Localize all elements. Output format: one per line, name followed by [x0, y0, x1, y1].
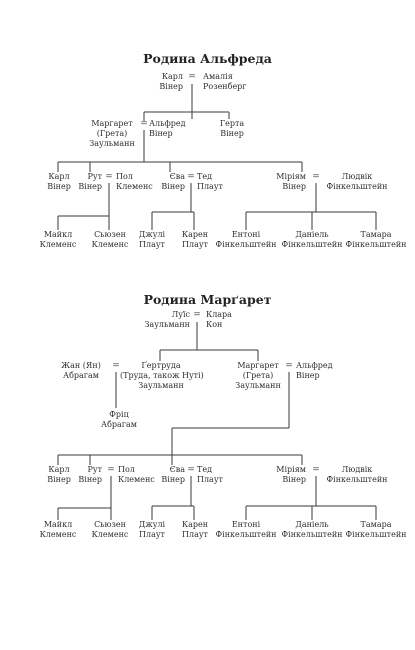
- marriage-sign: =: [105, 172, 113, 182]
- marriage-sign: =: [312, 172, 320, 182]
- marriage-sign: =: [187, 172, 195, 182]
- person-zhan: Жан (Ян)Абрагам: [61, 361, 101, 380]
- marriage-sign: =: [187, 465, 195, 475]
- person-margaret: Маргарет(Грета)Заульманн: [89, 119, 135, 148]
- marriage-sign: =: [285, 361, 293, 371]
- family-title-alfred: Родина Альфреда: [143, 51, 272, 66]
- family-title-margaret: Родина Марґарет: [143, 292, 272, 307]
- marriage-sign: =: [140, 119, 148, 129]
- marriage-sign: =: [188, 72, 196, 82]
- marriage-sign: =: [312, 465, 320, 475]
- marriage-sign: =: [193, 310, 201, 320]
- marriage-sign: =: [107, 465, 115, 475]
- marriage-sign: =: [112, 361, 120, 371]
- person-margaret: Маргарет(Грета)Заульманн: [235, 361, 281, 390]
- person-gertruda: Ґертруда(Труда, також Нуті)Заульманн: [120, 361, 204, 390]
